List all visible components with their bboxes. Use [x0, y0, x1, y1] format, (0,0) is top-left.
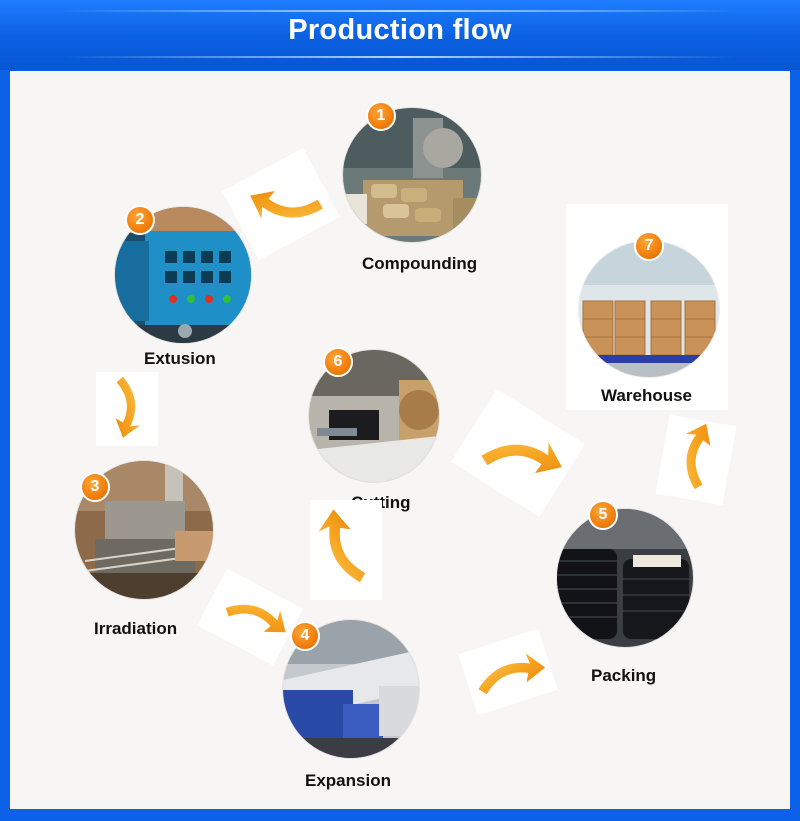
irradiation-photo — [75, 461, 213, 599]
step-1-badge: 1 — [366, 101, 396, 131]
step-4-label: Expansion — [305, 771, 391, 790]
warehouse-photo — [579, 241, 719, 377]
step-4-badge: 4 — [290, 621, 320, 651]
step-1-label: Compounding — [362, 254, 478, 273]
packing-photo — [557, 509, 693, 647]
page-title: Production flow — [288, 14, 512, 46]
step-2-badge: 2 — [125, 205, 155, 235]
step-2-label: Extusion — [144, 349, 216, 368]
compounding-photo — [343, 108, 481, 242]
step-5-badge: 5 — [588, 500, 618, 530]
header-highlight-top — [60, 10, 740, 12]
header-highlight-bottom — [60, 56, 740, 58]
arrow-5-backdrop — [310, 500, 382, 600]
step-7-badge: 7 — [634, 231, 664, 261]
step-3-label: Irradiation — [94, 619, 178, 638]
header-bar: Production flow — [0, 0, 800, 70]
step-6-badge: 6 — [323, 347, 353, 377]
step-7-label: Warehouse — [601, 386, 693, 405]
step-3-badge: 3 — [80, 472, 110, 502]
step-5-label: Packing — [591, 666, 657, 685]
cutting-photo — [309, 350, 439, 482]
